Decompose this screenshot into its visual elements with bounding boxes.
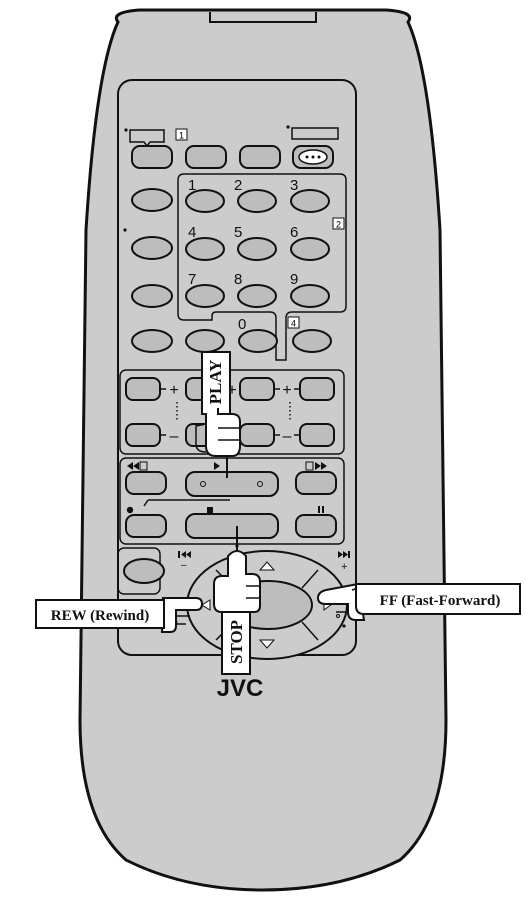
rew-callout-label: REW (Rewind) xyxy=(51,608,149,624)
transport-group xyxy=(119,457,345,545)
top-indicators xyxy=(124,125,339,148)
key-5[interactable] xyxy=(237,237,277,261)
svg-text:2: 2 xyxy=(336,220,341,230)
rewind-icon xyxy=(127,461,148,471)
key-4[interactable] xyxy=(185,237,225,261)
pointing-hand-icon xyxy=(160,597,204,633)
top-button-2[interactable] xyxy=(185,145,227,169)
label-box-2: 2 xyxy=(332,217,345,230)
play-callout-label: PLAY xyxy=(206,360,225,405)
rew-callout-box xyxy=(35,599,165,629)
extra-key-a[interactable] xyxy=(185,329,225,353)
stop-callout-label: STOP xyxy=(227,620,246,664)
key-0[interactable] xyxy=(238,329,278,353)
play-icon xyxy=(214,462,220,470)
plus-sign-1: + xyxy=(169,382,178,399)
digit-label-4: 4 xyxy=(188,224,196,241)
label-box-1: 1 xyxy=(175,128,188,141)
digit-label-1: 1 xyxy=(188,177,196,194)
key-7[interactable] xyxy=(185,284,225,308)
key-9[interactable] xyxy=(290,284,330,308)
left-button-2[interactable] xyxy=(131,236,173,260)
plus-sign-2: + xyxy=(227,382,236,399)
left-button-1[interactable] xyxy=(131,188,173,212)
ff-callout-box xyxy=(355,583,521,615)
play-button-dot-left xyxy=(200,481,206,487)
rewind-button[interactable] xyxy=(125,471,167,495)
rocker-button-1-up[interactable] xyxy=(125,377,161,401)
record-button[interactable] xyxy=(125,514,167,538)
digit-label-2: 2 xyxy=(234,177,242,194)
dots xyxy=(305,155,321,159)
rocker-button-1-down[interactable] xyxy=(125,423,161,447)
skip-forward-plus: + xyxy=(341,561,347,573)
left-button-3[interactable] xyxy=(131,284,173,308)
digit-label-5: 5 xyxy=(234,224,242,241)
minus-sign-3: – xyxy=(283,428,292,445)
down-arrow-icon xyxy=(258,639,276,649)
pointing-hand-icon xyxy=(316,582,366,621)
digit-label-3: 3 xyxy=(290,177,298,194)
indicator-dot xyxy=(123,228,127,232)
skip-back-icon xyxy=(178,551,191,558)
left-button-4[interactable] xyxy=(131,329,173,353)
digit-label-9: 9 xyxy=(290,271,298,288)
top-button-3[interactable] xyxy=(239,145,281,169)
ff-callout-label: FF (Fast-Forward) xyxy=(380,593,501,609)
key-6[interactable] xyxy=(290,237,330,261)
keypad-group xyxy=(177,173,347,361)
minus-sign-1: – xyxy=(170,428,179,445)
digit-label-7: 7 xyxy=(188,271,196,288)
key-3[interactable] xyxy=(290,189,330,213)
extra-key-b[interactable] xyxy=(292,329,332,353)
play-button[interactable] xyxy=(185,471,279,497)
fast-forward-icon xyxy=(305,461,327,471)
pointing-hand-icon xyxy=(195,351,241,457)
key-2[interactable] xyxy=(237,189,277,213)
stop-button[interactable] xyxy=(185,513,279,539)
svg-text:4: 4 xyxy=(291,319,296,329)
pause-button[interactable] xyxy=(295,514,337,538)
digit-label-0: 0 xyxy=(238,316,246,333)
play-button-dot-right xyxy=(257,481,263,487)
plus-sign-3: + xyxy=(282,382,291,399)
rocker-button-4-down[interactable] xyxy=(299,423,335,447)
brand-logo: JVC xyxy=(217,675,264,702)
rocker-button-4-up[interactable] xyxy=(299,377,335,401)
indicator-dot xyxy=(342,624,346,628)
key-8[interactable] xyxy=(237,284,277,308)
fast-forward-button[interactable] xyxy=(295,471,337,495)
record-icon xyxy=(126,506,134,514)
svg-text:1: 1 xyxy=(179,131,184,141)
digit-label-8: 8 xyxy=(234,271,242,288)
left-arrow-icon xyxy=(201,599,211,611)
top-notch xyxy=(209,12,317,23)
bracket-line xyxy=(143,499,230,507)
rocker-button-3-up[interactable] xyxy=(239,377,275,401)
up-arrow-icon xyxy=(258,561,276,571)
nav-side-button[interactable] xyxy=(123,558,165,584)
digit-label-6: 6 xyxy=(290,224,298,241)
top-button-1[interactable] xyxy=(131,145,173,169)
skip-back-minus: – xyxy=(181,560,187,571)
label-box-4: 4 xyxy=(287,316,300,329)
rocker-button-3-down[interactable] xyxy=(239,423,275,447)
skip-forward-icon xyxy=(338,551,350,558)
indicator-dot xyxy=(336,614,340,618)
pointing-hand-icon xyxy=(213,550,261,675)
pause-icon xyxy=(318,506,324,513)
stop-icon xyxy=(207,507,213,513)
key-1[interactable] xyxy=(185,189,225,213)
